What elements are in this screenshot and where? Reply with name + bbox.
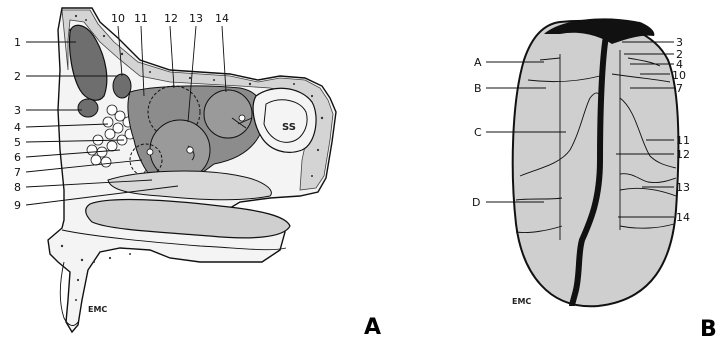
label-b-B: B: [474, 82, 482, 95]
panel-b-diagram: A B C D 3 2 4 10 7 11 12 13: [472, 18, 690, 306]
label-a-5: 5: [14, 136, 21, 149]
label-b-11: 11: [676, 134, 690, 147]
label-b-14: 14: [676, 211, 690, 224]
panel-a-letter: A: [364, 315, 381, 340]
label-a-12: 12: [164, 12, 178, 25]
label-a-11: 11: [134, 12, 148, 25]
ostium-dot-a: [187, 147, 193, 153]
label-a-10: 10: [111, 12, 125, 25]
label-a-4: 4: [14, 121, 21, 134]
label-b-10: 10: [672, 69, 686, 82]
label-b-12: 12: [676, 148, 690, 161]
label-a-13: 13: [189, 12, 203, 25]
label-b-13: 13: [676, 181, 690, 194]
signature-a: EMC: [88, 305, 107, 314]
label-b-7: 7: [676, 82, 683, 95]
ostium-dot-c: [239, 115, 245, 121]
label-a-1: 1: [14, 36, 21, 49]
label-a-9: 9: [14, 199, 21, 212]
label-a-3: 3: [14, 104, 21, 117]
panel-a-diagram: SS 1 2 3 4 5 6 7 8 9 10 11: [14, 8, 336, 332]
label-b-A: A: [474, 56, 482, 69]
label-a-2: 2: [14, 70, 21, 83]
cell-3: [78, 99, 98, 117]
label-a-7: 7: [14, 166, 21, 179]
label-a-6: 6: [14, 151, 21, 164]
label-b-D: D: [472, 196, 480, 209]
label-a-14: 14: [215, 12, 229, 25]
panel-b-letter: B: [700, 317, 717, 340]
label-a-8: 8: [14, 181, 21, 194]
ostium-dot-b: [147, 149, 153, 155]
cell-10: [113, 74, 131, 98]
signature-b: EMC: [512, 297, 531, 306]
label-b-C: C: [474, 126, 482, 139]
sphenoid-sinus-label: SS: [282, 122, 296, 133]
circle-14: [204, 90, 252, 138]
